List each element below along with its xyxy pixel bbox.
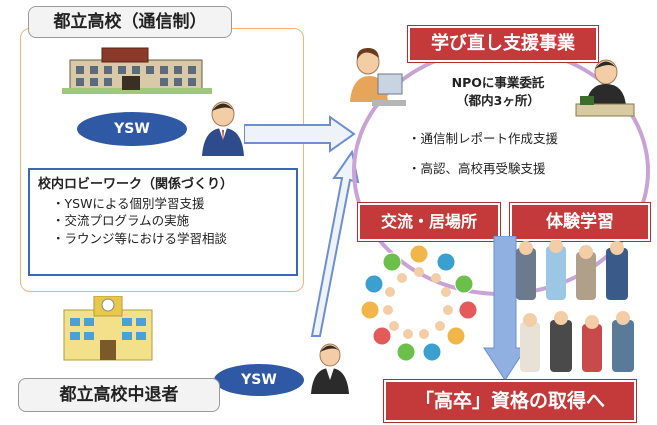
lobby-item: ・ラウンジ等における学習相談 bbox=[52, 230, 228, 246]
ysw-badge-bottom: YSW bbox=[214, 364, 304, 396]
relearning-banner: 学び直し支援事業 bbox=[407, 25, 599, 63]
person-icon bbox=[202, 101, 244, 156]
work-experience-photos-icon bbox=[516, 240, 634, 372]
lobby-item: ・交流プログラムの実施 bbox=[52, 213, 190, 228]
person-icon bbox=[350, 48, 406, 106]
lobby-heading: 校内ロビーワーク（関係づくり） bbox=[38, 177, 234, 192]
npo-text: NPOに事業委託 （都内3ヶ所） bbox=[428, 74, 568, 110]
ring-of-people-icon bbox=[360, 244, 478, 362]
person-icon bbox=[311, 343, 349, 394]
graduation-goal-box: 「高卒」資格の取得へ bbox=[383, 379, 637, 423]
school-building-icon bbox=[62, 47, 212, 94]
npo-line-1: NPOに事業委託 bbox=[451, 75, 545, 90]
npo-line-2: （都内3ヶ所） bbox=[456, 93, 540, 108]
school-title-bottom: 都立高校中退者 bbox=[18, 378, 220, 412]
experience-banner: 体験学習 bbox=[509, 202, 651, 242]
ysw-badge-top: YSW bbox=[77, 112, 187, 146]
arrow-right-icon bbox=[244, 115, 356, 153]
support-item: ・高認、高校再受験支援 bbox=[408, 161, 546, 176]
support-list: ・通信制レポート作成支援 ・高認、高校再受験支援 bbox=[408, 128, 558, 188]
school-building-icon bbox=[63, 296, 153, 361]
lobby-item: ・YSWによる個別学習支援 bbox=[52, 195, 205, 211]
support-item: ・通信制レポート作成支援 bbox=[408, 131, 559, 146]
lobby-work-box: 校内ロビーワーク（関係づくり） ・YSWによる個別学習支援 ・交流プログラムの実… bbox=[28, 168, 298, 276]
person-icon bbox=[575, 59, 635, 117]
school-title-top: 都立高校（通信制） bbox=[28, 6, 232, 38]
exchange-banner: 交流・居場所 bbox=[357, 202, 501, 242]
